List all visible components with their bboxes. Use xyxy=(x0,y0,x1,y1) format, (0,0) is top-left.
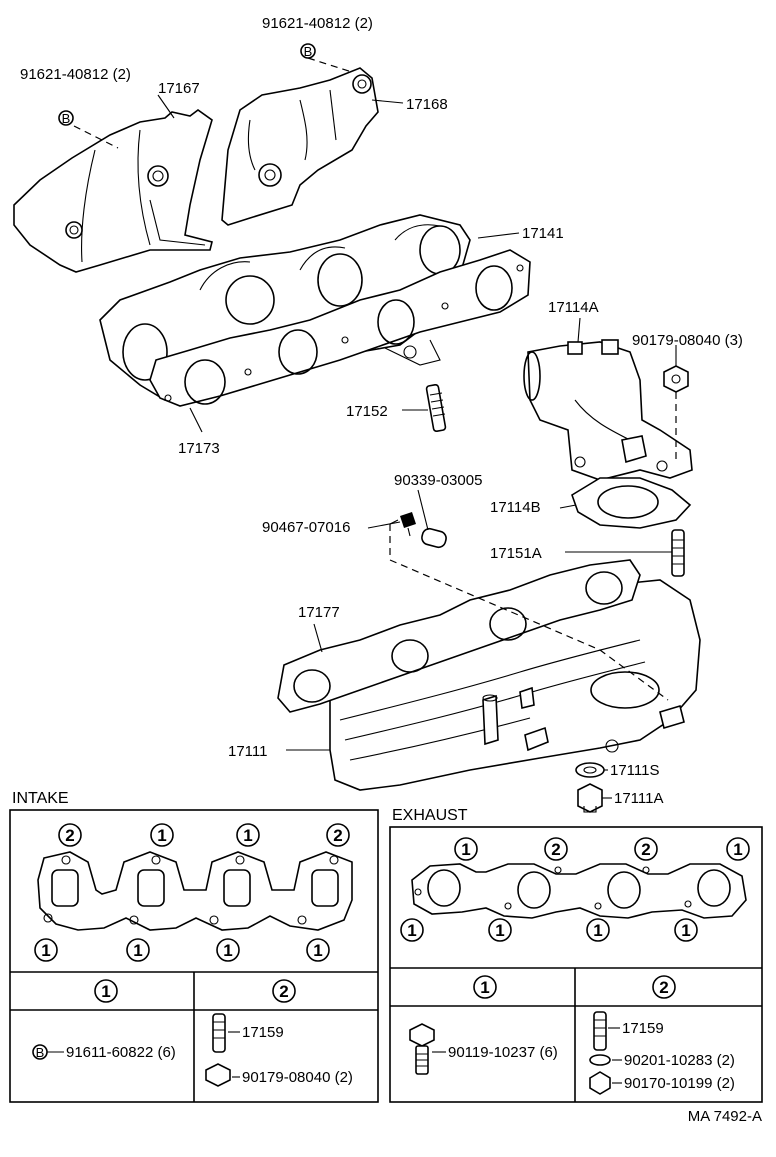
intake-bottom-num-2: 1 xyxy=(133,941,142,960)
intake-top-num-1: 2 xyxy=(65,826,74,845)
exhaust-col1-part: 90119-10237 (6) xyxy=(448,1044,558,1061)
intake-title: INTAKE xyxy=(12,790,69,807)
exhaust-bottom-num-1: 1 xyxy=(407,921,416,940)
plug-90339 xyxy=(421,527,447,549)
badge-b-top: B xyxy=(300,43,316,59)
nut-90179-top xyxy=(663,365,689,393)
intake-col1-part: 91611-60822 (6) xyxy=(66,1044,176,1061)
heat-insulator-17168 xyxy=(221,67,379,226)
label-17114A: 17114A xyxy=(548,299,599,316)
exhaust-col1-header: 1 xyxy=(480,978,489,997)
exhaust-col2-part2: 90201-10283 (2) xyxy=(624,1052,735,1069)
label-17152: 17152 xyxy=(346,403,388,420)
intake-table: INTAKE 2 1 1 2 1 1 1 1 xyxy=(9,790,379,1103)
intake-top-num-2: 1 xyxy=(157,826,166,845)
label-17111S: 17111S xyxy=(610,762,660,779)
part-labels: 91621-40812 (2) 91621-40812 (2) 17167 17… xyxy=(20,15,743,807)
plug-17111A xyxy=(577,783,603,813)
exhaust-col2-header: 2 xyxy=(659,978,668,997)
intake-top-num-3: 1 xyxy=(243,826,252,845)
exhaust-col2-part1: 17159 xyxy=(622,1020,664,1037)
gasket-17114B xyxy=(571,477,692,529)
intake-bottom-num-3: 1 xyxy=(223,941,232,960)
exhaust-bottom-num-3: 1 xyxy=(593,921,602,940)
exhaust-gasket-17173 xyxy=(149,249,531,407)
exhaust-top-num-4: 1 xyxy=(733,840,742,859)
badge-b-top-text: B xyxy=(304,44,313,59)
elbow-17114A xyxy=(523,339,693,481)
heat-insulator-17167 xyxy=(13,109,213,273)
intake-bottom-num-4: 1 xyxy=(313,941,322,960)
badge-b-left: B xyxy=(58,110,74,126)
intake-col2-header: 2 xyxy=(279,982,288,1001)
intake-top-num-4: 2 xyxy=(333,826,342,845)
intake-col2-part2: 90179-08040 (2) xyxy=(242,1069,353,1086)
clip-90467 xyxy=(389,512,416,537)
label-91621-left: 91621-40812 (2) xyxy=(20,66,131,83)
intake-gasket-17177 xyxy=(277,559,641,713)
label-17177: 17177 xyxy=(298,604,340,621)
intake-col1-header: 1 xyxy=(101,982,110,1001)
exhaust-table: EXHAUST 1 2 2 1 1 1 1 1 xyxy=(389,807,763,1103)
label-90339: 90339-03005 xyxy=(394,472,482,489)
label-17167: 17167 xyxy=(158,80,200,97)
label-17168: 17168 xyxy=(406,96,448,113)
exhaust-top-num-2: 2 xyxy=(551,840,560,859)
label-17111: 17111 xyxy=(228,743,268,760)
exhaust-bottom-num-4: 1 xyxy=(681,921,690,940)
intake-col2-part1: 17159 xyxy=(242,1024,284,1041)
exhaust-col2-part3: 90170-10199 (2) xyxy=(624,1075,735,1092)
exhaust-title: EXHAUST xyxy=(392,807,468,824)
badge-b-left-text: B xyxy=(62,111,71,126)
stud-17152 xyxy=(425,383,447,433)
intake-bottom-num-1: 1 xyxy=(41,941,50,960)
label-17111A: 17111A xyxy=(614,790,664,807)
dashed-leaders xyxy=(73,57,677,701)
label-17173: 17173 xyxy=(178,440,220,457)
label-17141: 17141 xyxy=(522,225,564,242)
exhaust-top-num-1: 1 xyxy=(461,840,470,859)
exhaust-bottom-num-2: 1 xyxy=(495,921,504,940)
label-90179-top: 90179-08040 (3) xyxy=(632,332,743,349)
label-90467: 90467-07016 xyxy=(262,519,350,536)
label-91621-top: 91621-40812 (2) xyxy=(262,15,373,32)
label-17114B: 17114B xyxy=(490,499,541,516)
washer-17111S xyxy=(575,762,605,778)
figure-code: MA 7492-A xyxy=(688,1108,762,1125)
stud-17151A xyxy=(671,529,685,577)
exhaust-top-num-3: 2 xyxy=(641,840,650,859)
label-17151A: 17151A xyxy=(490,545,542,562)
leader-lines xyxy=(157,94,677,799)
intake-badge-b-text: B xyxy=(36,1045,45,1060)
